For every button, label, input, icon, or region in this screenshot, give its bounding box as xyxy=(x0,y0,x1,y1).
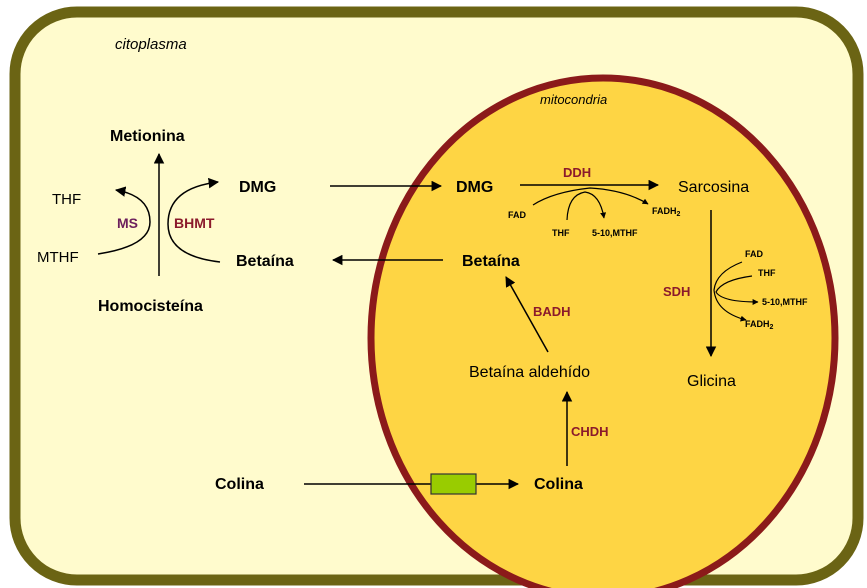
badh-enzyme: BADH xyxy=(533,304,571,319)
choline-transporter xyxy=(430,473,477,495)
sdh-thf-curve xyxy=(715,275,759,305)
betaina-left-label: Betaína xyxy=(236,253,294,270)
mthf-sdh-label: 5-10,MTHF xyxy=(762,297,808,307)
mthf-ddh-label: 5-10,MTHF xyxy=(592,228,638,238)
dmg-left-label: DMG xyxy=(239,179,276,196)
ddh-thf-curve xyxy=(566,191,607,221)
chdh-enzyme: CHDH xyxy=(571,424,609,439)
colina-left-label: Colina xyxy=(215,476,264,493)
colina-right-label: Colina xyxy=(534,476,583,493)
mitochondrion xyxy=(367,74,839,588)
fad-ddh-label: FAD xyxy=(508,210,527,220)
fadh2-ddh-label: FADH2 xyxy=(652,206,681,218)
fad-sdh-label: FAD xyxy=(745,249,764,259)
ms-arc xyxy=(97,186,151,255)
thf-ddh-label: THF xyxy=(552,228,570,238)
bhmt-arc xyxy=(167,177,221,263)
dmg-right-label: DMG xyxy=(456,179,493,196)
cytoplasm-label: citoplasma xyxy=(115,36,187,53)
sarcosina-label: Sarcosina xyxy=(678,179,749,196)
ms-enzyme: MS xyxy=(117,215,138,231)
betaina-right-label: Betaína xyxy=(462,253,520,270)
thf-sdh-label: THF xyxy=(758,268,776,278)
fadh2-sdh-label: FADH2 xyxy=(745,319,774,331)
badh-arrow xyxy=(505,276,549,353)
metionina-label: Metionina xyxy=(110,128,185,145)
thf-left-label: THF xyxy=(52,191,81,208)
sdh-enzyme: SDH xyxy=(663,284,690,299)
sdh-fad-curve xyxy=(713,261,747,322)
betaina-aldehido-label: Betaína aldehído xyxy=(469,364,590,381)
bhmt-enzyme: BHMT xyxy=(174,215,215,231)
glicina-label: Glicina xyxy=(687,373,736,390)
mitochondria-label: mitocondria xyxy=(540,92,607,107)
mthf-left-label: MTHF xyxy=(37,249,79,266)
ddh-enzyme: DDH xyxy=(563,165,591,180)
homocisteina-label: Homocisteína xyxy=(98,298,203,315)
ddh-fad-curve xyxy=(532,187,649,206)
